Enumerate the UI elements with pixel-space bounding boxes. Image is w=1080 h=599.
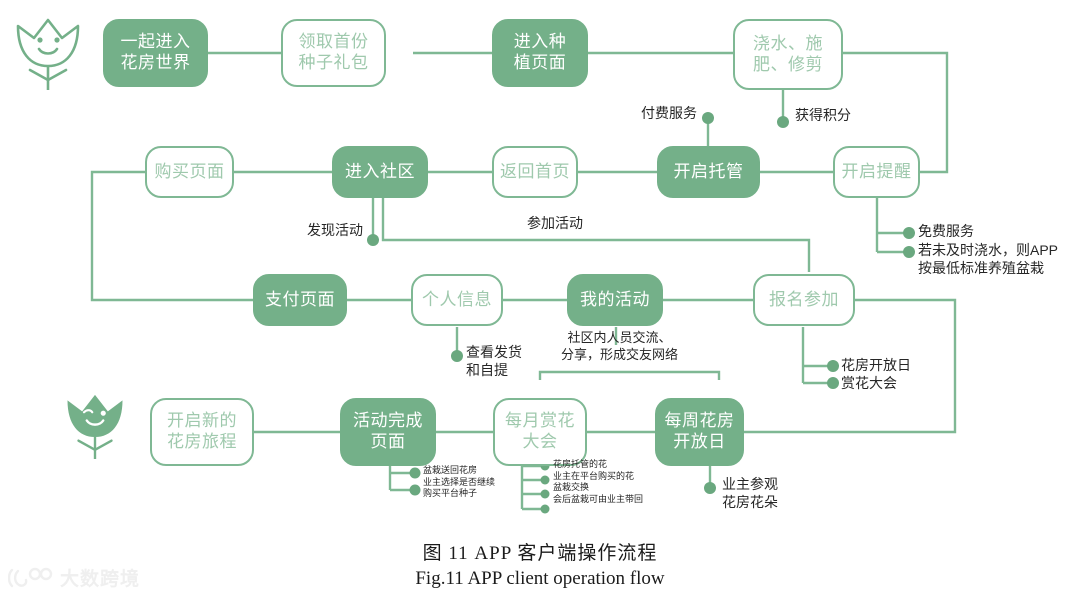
- figure-caption-cn: 图 11 APP 客户端操作流程: [422, 543, 658, 564]
- annotation-owner-visit: 业主参观 花房花朵: [722, 476, 778, 510]
- annotation-late-watering: 若未及时浇水，则APP 按最低标准养殖盆栽: [918, 242, 1059, 276]
- node-water-fertilize-prune[interactable]: 浇水、施 肥、修剪: [733, 19, 843, 90]
- annotation-join-activity: 参加活动: [527, 215, 583, 231]
- watermark-text: 大数跨境: [60, 569, 141, 590]
- figure-caption: 图 11 APP 客户端操作流程 Fig.11 APP client opera…: [0, 538, 1080, 590]
- annotation-free-service: 免费服务: [918, 223, 974, 239]
- node-enter-flower-world[interactable]: 一起进入 花房世界: [103, 19, 208, 87]
- node-activity-complete-page[interactable]: 活动完成 页面: [340, 398, 436, 466]
- node-claim-seed-pack[interactable]: 领取首份 种子礼包: [281, 19, 386, 87]
- annotation-activity-done-items: 盆栽送回花房 业主选择是否继续 购买平台种子: [423, 465, 496, 499]
- annotation-flower-fair: 赏花大会: [841, 375, 897, 391]
- node-personal-info[interactable]: 个人信息: [411, 274, 503, 326]
- figure-caption-en: Fig.11 APP client operation flow: [415, 568, 665, 589]
- watermark: 大数跨境: [8, 564, 140, 591]
- node-monthly-flower-fair[interactable]: 每月赏花 大会: [493, 398, 587, 466]
- annotation-discover-activity: 发现活动: [307, 222, 363, 238]
- node-enable-trusteeship[interactable]: 开启托管: [657, 146, 760, 198]
- annotation-paid-service: 付费服务: [641, 105, 697, 121]
- node-enter-planting-page[interactable]: 进入种 植页面: [492, 19, 588, 87]
- annotation-earn-points: 获得积分: [795, 107, 851, 123]
- node-back-to-home[interactable]: 返回首页: [492, 146, 578, 198]
- annotation-community-network: 社区内人员交流、 分享，形成交友网络: [561, 330, 679, 362]
- node-enter-community[interactable]: 进入社区: [332, 146, 428, 198]
- annotation-check-delivery: 查看发货 和自提: [466, 344, 522, 378]
- annotation-flower-open-day: 花房开放日: [841, 357, 911, 373]
- node-my-activities[interactable]: 我的活动: [567, 274, 663, 326]
- tulip-outline-icon: [16, 18, 80, 90]
- node-purchase-page[interactable]: 购买页面: [145, 146, 234, 198]
- node-start-new-journey[interactable]: 开启新的 花房旅程: [150, 398, 254, 466]
- watermark-logo-icon: [8, 567, 53, 587]
- node-payment-page[interactable]: 支付页面: [253, 274, 347, 326]
- annotation-monthly-fair-items: 花房托管的花 业主在平台购买的花 盆栽交换 会后盆栽可由业主带回: [553, 459, 644, 504]
- tulip-filled-icon: [67, 394, 123, 459]
- node-weekly-open-day[interactable]: 每周花房 开放日: [655, 398, 744, 466]
- node-enable-reminder[interactable]: 开启提醒: [833, 146, 920, 198]
- node-sign-up-join[interactable]: 报名参加: [753, 274, 855, 326]
